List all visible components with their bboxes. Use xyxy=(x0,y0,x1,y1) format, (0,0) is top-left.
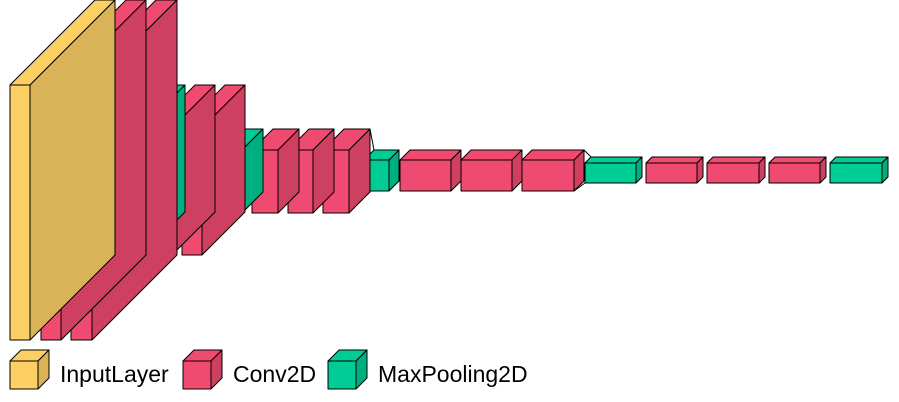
legend: InputLayer Conv2D MaxPooling2D xyxy=(9,349,528,390)
conv2d-swatch-icon xyxy=(182,349,223,390)
input-layer-swatch-icon xyxy=(9,349,50,390)
legend-cube-block xyxy=(327,349,368,390)
legend-cube-block xyxy=(182,349,223,390)
legend-label-conv2d: Conv2D xyxy=(233,361,316,387)
maxpooling2d-swatch-icon xyxy=(327,349,368,390)
layer-stack xyxy=(9,0,889,341)
layer-block-maxpooling2d xyxy=(829,156,889,184)
funnel-edge xyxy=(369,128,375,151)
layer-block-conv2d xyxy=(645,156,704,184)
layer-block-conv2d xyxy=(768,156,827,184)
layer-block-conv2d xyxy=(399,149,462,192)
layer-block-maxpooling2d xyxy=(584,156,643,184)
layer-block-inputlayer xyxy=(9,0,116,341)
legend-item-maxpooling2d: MaxPooling2D xyxy=(327,349,528,390)
layer-block-conv2d xyxy=(706,156,766,184)
layer-block-conv2d xyxy=(322,128,371,214)
legend-item-input-layer: InputLayer xyxy=(9,349,169,390)
legend-cube-block xyxy=(9,349,50,390)
funnel-edge xyxy=(583,149,592,158)
layer-block-conv2d xyxy=(521,149,585,192)
layer-block-conv2d xyxy=(460,149,523,192)
legend-item-conv2d: Conv2D xyxy=(182,349,316,390)
legend-label-maxpooling2d: MaxPooling2D xyxy=(378,361,528,387)
legend-label-input-layer: InputLayer xyxy=(60,361,169,387)
